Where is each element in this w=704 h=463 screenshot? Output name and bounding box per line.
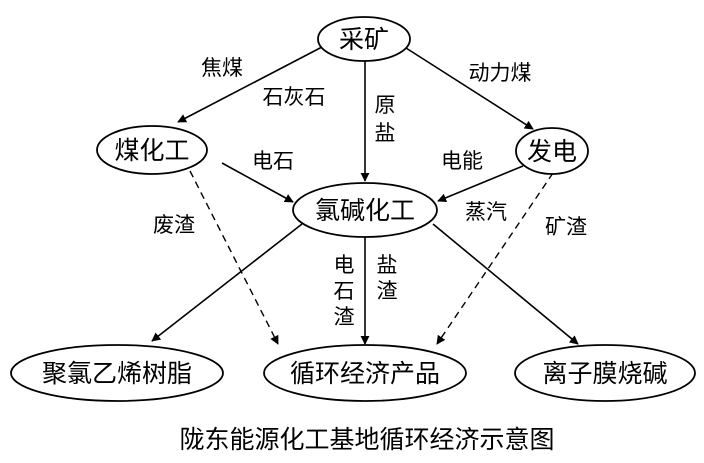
node-chlor-alkali-label: 氯碱化工 bbox=[315, 196, 415, 225]
edge-chlor-alkali-to-pvc bbox=[151, 223, 303, 342]
label-steam: 蒸汽 bbox=[465, 200, 507, 224]
node-circular-products-label: 循环经济产品 bbox=[290, 359, 440, 388]
label-carbide-slag-char-2: 石 bbox=[334, 279, 355, 303]
edge-coal-chem-to-circular-dashed bbox=[189, 170, 279, 345]
edge-mining-to-coal-chem bbox=[177, 46, 323, 123]
edges bbox=[151, 46, 579, 345]
label-slag: 矿渣 bbox=[545, 215, 587, 239]
node-coal-chem-shape bbox=[96, 125, 208, 175]
node-pvc-label: 聚氯乙烯树脂 bbox=[42, 359, 192, 388]
node-mining: 采矿 bbox=[317, 16, 411, 62]
node-power-label: 发电 bbox=[527, 137, 577, 166]
node-membrane-caustic: 离子膜烧碱 bbox=[514, 344, 696, 402]
diagram-caption: 陇东能源化工基地循环经济示意图 bbox=[179, 425, 554, 454]
label-limestone: 石灰石 bbox=[263, 85, 326, 109]
node-pvc: 聚氯乙烯树脂 bbox=[10, 344, 224, 402]
node-chlor-alkali-shape bbox=[292, 182, 438, 238]
dashed-edges bbox=[189, 170, 554, 345]
label-raw-salt-char-1: 原 bbox=[375, 93, 396, 117]
node-coal-chem: 煤化工 bbox=[96, 125, 208, 175]
label-salt-residue-char-1: 盐 bbox=[377, 253, 398, 277]
node-circular-products-shape bbox=[263, 344, 467, 402]
node-power: 发电 bbox=[515, 127, 589, 175]
node-mining-label: 采矿 bbox=[339, 25, 389, 54]
label-waste-residue: 废渣 bbox=[153, 213, 195, 237]
label-salt-residue-char-2: 渣 bbox=[377, 279, 398, 303]
node-chlor-alkali: 氯碱化工 bbox=[292, 182, 438, 238]
node-pvc-shape bbox=[10, 344, 224, 402]
label-calcium-carbide: 电石 bbox=[252, 149, 294, 173]
edge-power-to-circular-dashed bbox=[436, 172, 554, 345]
label-power-coal: 动力煤 bbox=[469, 61, 532, 85]
label-coke-coal: 焦煤 bbox=[201, 56, 243, 80]
node-membrane-caustic-label: 离子膜烧碱 bbox=[542, 359, 667, 388]
node-power-shape bbox=[515, 127, 589, 175]
label-raw-salt-char-2: 盐 bbox=[375, 121, 396, 145]
edge-mining-to-power bbox=[405, 47, 534, 130]
edge-chlor-alkali-to-membrane bbox=[432, 223, 579, 345]
node-coal-chem-label: 煤化工 bbox=[114, 136, 189, 165]
node-circular-products: 循环经济产品 bbox=[263, 344, 467, 402]
edge-labels: 焦煤 石灰石 动力煤 原 盐 电石 电能 废渣 蒸汽 矿渣 电 石 渣 盐 渣 bbox=[153, 56, 587, 329]
label-carbide-slag-char-3: 渣 bbox=[334, 305, 355, 329]
edge-coal-chem-to-chlor-alkali bbox=[221, 162, 294, 203]
node-membrane-caustic-shape bbox=[514, 344, 696, 402]
label-electricity: 电能 bbox=[441, 149, 483, 173]
node-mining-shape bbox=[317, 16, 411, 62]
label-carbide-slag-char-1: 电 bbox=[334, 253, 355, 277]
edge-power-to-chlor-alkali bbox=[437, 165, 524, 203]
